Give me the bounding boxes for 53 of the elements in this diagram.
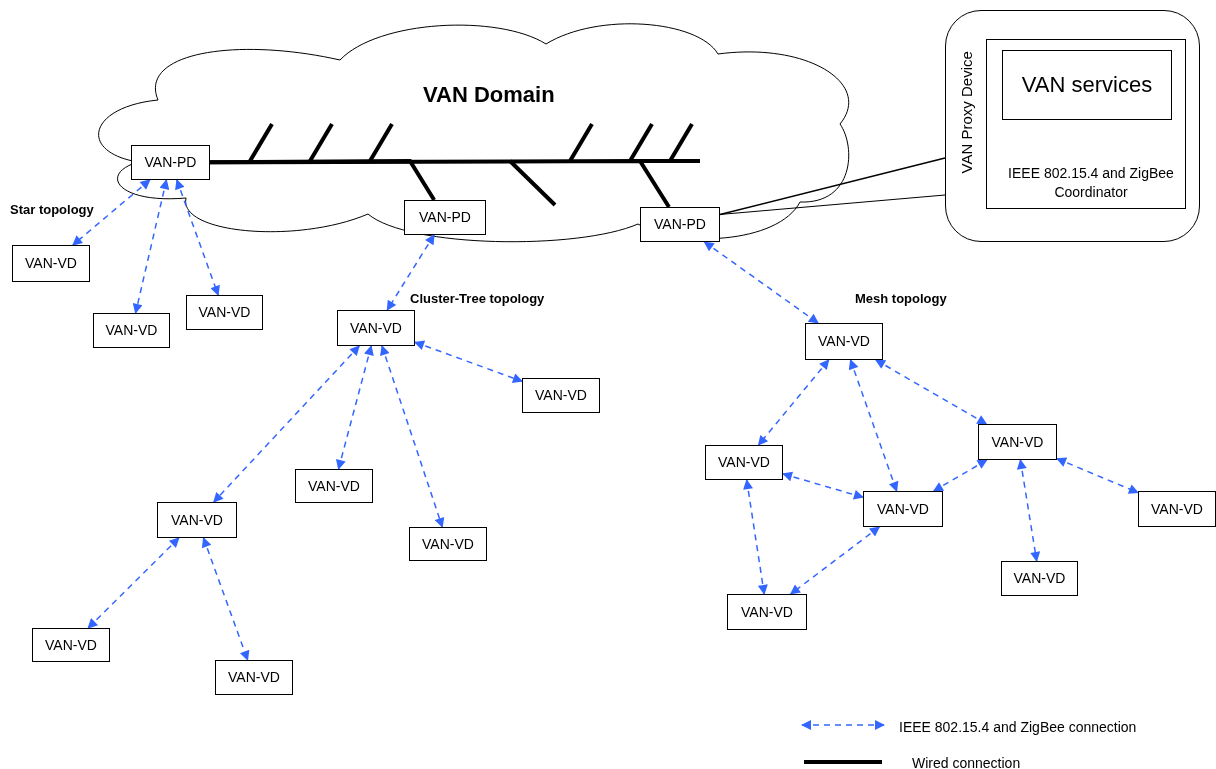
device-box: VAN-VD bbox=[215, 660, 293, 695]
callout-tail-line bbox=[719, 157, 946, 216]
device-box: VAN-VD bbox=[295, 469, 373, 503]
device-box: VAN-VD bbox=[522, 378, 600, 413]
wireless-link-arrow bbox=[201, 537, 250, 661]
device-box: VAN-PD bbox=[404, 200, 486, 235]
device-box: VAN-VD bbox=[705, 445, 783, 480]
wireless-link-arrow bbox=[132, 179, 170, 314]
device-box: VAN-VD bbox=[157, 502, 237, 538]
wireless-link-arrow bbox=[875, 359, 988, 425]
wireless-link-arrow bbox=[386, 234, 435, 311]
device-box: VAN-VD bbox=[805, 323, 883, 360]
wireless-link-arrow bbox=[336, 345, 374, 470]
device-box: VAN-VD bbox=[727, 594, 807, 630]
device-box: VAN-VD bbox=[12, 245, 90, 282]
wireless-link-arrow bbox=[175, 179, 220, 296]
cloud-title: VAN Domain bbox=[423, 81, 555, 109]
device-box: VAN-VD bbox=[409, 527, 487, 561]
device-box: VAN-PD bbox=[640, 207, 720, 242]
services-box: VAN services bbox=[1002, 50, 1172, 120]
wireless-link-arrow bbox=[848, 359, 899, 492]
wireless-link-arrow bbox=[1056, 457, 1139, 494]
topology-label: Mesh topology bbox=[855, 290, 947, 308]
callout-bubble bbox=[945, 10, 1200, 242]
wireless-link-arrow bbox=[757, 359, 830, 446]
device-box: VAN-VD bbox=[978, 424, 1057, 460]
device-box: VAN-VD bbox=[32, 628, 110, 662]
wireless-link-arrow bbox=[703, 241, 819, 324]
legend-text: Wired connection bbox=[912, 754, 1021, 769]
device-box: VAN-VD bbox=[337, 310, 415, 346]
wireless-link-arrow bbox=[72, 179, 151, 246]
wireless-link-arrow bbox=[87, 537, 180, 629]
panel-text: IEEE 802.15.4 and ZigBee Coordinator bbox=[1007, 164, 1175, 202]
device-panel bbox=[986, 39, 1186, 209]
wireless-link-arrow bbox=[213, 345, 360, 503]
wireless-link-arrow bbox=[380, 345, 445, 528]
wireless-link-arrow bbox=[743, 479, 768, 595]
wireless-link-arrow bbox=[414, 340, 523, 383]
topology-label: Cluster-Tree topology bbox=[410, 290, 545, 308]
wireless-link-arrow bbox=[782, 471, 864, 500]
device-box: VAN-PD bbox=[131, 145, 210, 180]
wired-line bbox=[210, 159, 671, 209]
wireless-link-arrow bbox=[1016, 459, 1041, 562]
wireless-link-arrow bbox=[932, 459, 988, 492]
vertical-label: VAN Proxy Device bbox=[956, 50, 976, 176]
wireless-link-arrow bbox=[789, 526, 881, 595]
device-box: VAN-VD bbox=[93, 313, 170, 348]
topology-label: Star topology bbox=[10, 201, 94, 219]
device-box: VAN-VD bbox=[863, 491, 943, 527]
legend-text: IEEE 802.15.4 and ZigBee connection bbox=[899, 718, 1137, 737]
device-box: VAN-VD bbox=[1138, 491, 1216, 527]
device-box: VAN-VD bbox=[186, 295, 263, 330]
device-box: VAN-VD bbox=[1001, 561, 1078, 596]
